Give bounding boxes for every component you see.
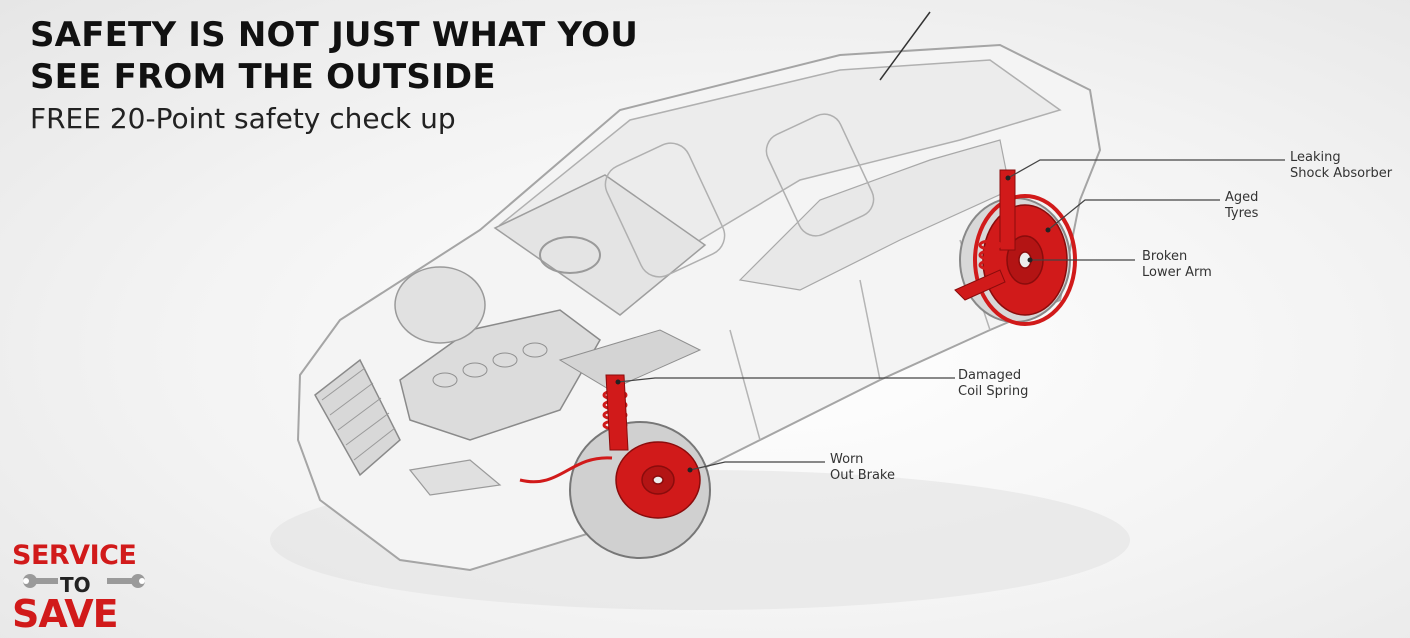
car-seat xyxy=(765,113,875,237)
callout-label: Aged xyxy=(1225,190,1259,205)
engine-detail xyxy=(432,329,702,391)
antenna xyxy=(879,11,931,81)
callout-label: Coil Spring xyxy=(958,384,1029,399)
car-seat xyxy=(604,142,726,278)
logo-line-2: TO xyxy=(60,573,91,597)
callout-dots xyxy=(615,175,1051,473)
car-side-windows xyxy=(738,139,1011,291)
callout-label: Damaged xyxy=(958,368,1022,383)
rear-shock-absorber xyxy=(999,169,1016,251)
headline-line-1: SAFETY IS NOT JUST WHAT YOU xyxy=(30,15,639,55)
steering-wheel xyxy=(539,236,601,274)
callout-shock-absorber: Leaking Shock Absorber xyxy=(1290,150,1392,182)
front-strut xyxy=(605,374,629,451)
wrench-icon xyxy=(23,574,145,588)
callout-leaders xyxy=(617,159,1285,471)
brake-line xyxy=(519,456,613,484)
headline: SAFETY IS NOT JUST WHAT YOU SEE FROM THE… xyxy=(30,14,638,98)
rear-lower-arm xyxy=(954,269,1006,301)
front-brake-assembly xyxy=(615,441,701,519)
callout-lower-arm: Broken Lower Arm xyxy=(1142,249,1212,281)
logo-line-3: SAVE xyxy=(12,592,119,636)
grille-bars xyxy=(321,367,396,461)
headline-line-2: SEE FROM THE OUTSIDE xyxy=(30,57,496,97)
service-to-save-logo: SERVICE TO SAVE xyxy=(10,540,155,636)
callout-coil-spring: Damaged Coil Spring xyxy=(958,368,1028,400)
rear-coil-spring xyxy=(978,239,1002,271)
callout-label: Lower Arm xyxy=(1142,265,1212,280)
callout-label: Tyres xyxy=(1225,206,1259,221)
subheadline: FREE 20-Point safety check up xyxy=(30,102,456,135)
car-windshield xyxy=(493,174,707,316)
front-grille xyxy=(314,358,401,477)
callout-label: Leaking xyxy=(1290,150,1341,165)
engine-block xyxy=(399,309,601,441)
headlight xyxy=(408,459,502,496)
callout-label: Out Brake xyxy=(830,468,895,483)
callout-label: Broken xyxy=(1142,249,1188,264)
logo-line-1: SERVICE xyxy=(12,540,137,571)
callout-label: Shock Absorber xyxy=(1290,166,1393,181)
callout-label: Worn xyxy=(830,452,864,467)
front-right-wheel xyxy=(394,266,486,344)
callout-brake: Worn Out Brake xyxy=(830,452,895,484)
callout-tyres: Aged Tyres xyxy=(1225,190,1258,222)
